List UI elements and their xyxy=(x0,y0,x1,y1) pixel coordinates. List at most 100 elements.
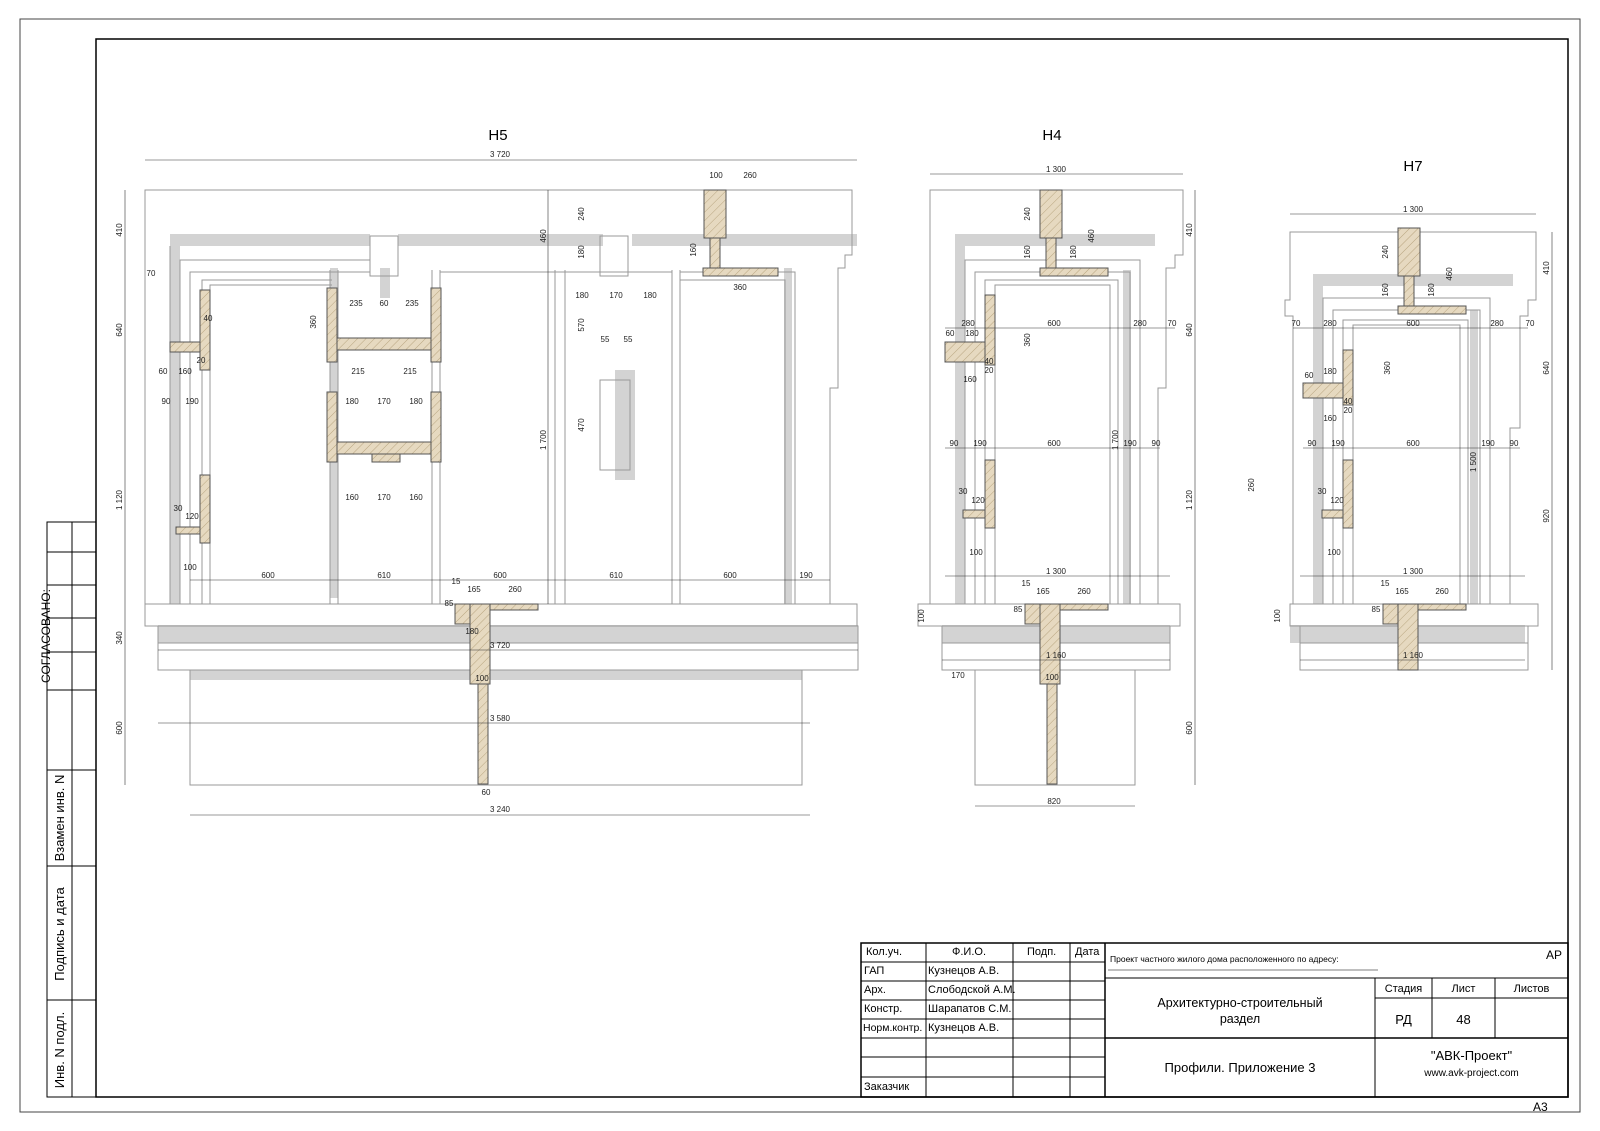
h4-dim: 190 xyxy=(973,439,987,448)
h4-dim: 640 xyxy=(1185,323,1194,337)
header-name: Ф.И.О. xyxy=(952,946,986,958)
h5-dim: 100 xyxy=(183,563,197,572)
h7-dimension-text: 1 300 1 300 1 160 70 280 600 280 70 90 1… xyxy=(1247,205,1551,660)
h7-dim: 120 xyxy=(1330,496,1344,505)
h5-dim-mid: 3 720 xyxy=(490,641,511,650)
h7-dim-overall: 1 300 xyxy=(1403,205,1424,214)
name-cell: Шарапатов С.М. xyxy=(928,1003,1012,1015)
h5-dim: 120 xyxy=(185,512,199,521)
h4-dim: 60 xyxy=(946,329,955,338)
h7-dim: 410 xyxy=(1542,261,1551,275)
h7-dim: 100 xyxy=(1273,609,1282,623)
h5-dim: 180 xyxy=(577,245,586,259)
h5-dim: 610 xyxy=(609,571,623,580)
h4-dim: 100 xyxy=(917,609,926,623)
company-website: www.avk-project.com xyxy=(1424,1068,1519,1079)
h4-dim: 190 xyxy=(1123,439,1137,448)
h5-dim: 570 xyxy=(577,318,586,332)
sheet-format: А3 xyxy=(1533,1100,1548,1114)
h4-dim: 180 xyxy=(965,329,979,338)
h5-dim: 260 xyxy=(508,585,522,594)
h5-dim: 600 xyxy=(261,571,275,580)
title-block-grid xyxy=(860,942,1569,1098)
stage-label: Стадия xyxy=(1384,983,1423,995)
h5-dim: 215 xyxy=(403,367,417,376)
name-cell: Слободской А.М. xyxy=(928,984,1016,996)
h5-dim: 600 xyxy=(723,571,737,580)
h4-dim: 1 160 xyxy=(1046,651,1067,660)
doc-code: АР xyxy=(1546,948,1563,962)
h7-dim: 920 xyxy=(1542,509,1551,523)
name-cell: Кузнецов А.В. xyxy=(928,965,1000,977)
company-name: "АВК-Проект" xyxy=(1430,1048,1513,1063)
h7-dim: 360 xyxy=(1383,361,1392,375)
h7-dim: 160 xyxy=(1323,414,1337,423)
h5-dim-overall: 3 720 xyxy=(490,150,511,159)
h4-dim: 160 xyxy=(1023,245,1032,259)
h4-dim: 40 xyxy=(985,357,994,366)
h7-dim-mid: 1 300 xyxy=(1403,567,1424,576)
h4-dim: 280 xyxy=(961,319,975,328)
h4-dim: 180 xyxy=(1069,245,1078,259)
h4-dim: 460 xyxy=(1087,229,1096,243)
h7-dim: 100 xyxy=(1327,548,1341,557)
sheets-label: Листов xyxy=(1513,983,1550,995)
h4-dim: 100 xyxy=(969,548,983,557)
h5-shadows xyxy=(158,234,858,680)
h5-dim: 20 xyxy=(197,356,206,365)
h5-dim: 170 xyxy=(609,291,623,300)
h7-dim: 70 xyxy=(1292,319,1301,328)
h4-dim: 1 120 xyxy=(1185,489,1194,510)
h7-dim: 600 xyxy=(1406,439,1420,448)
role-cell: Норм.контр. xyxy=(863,1022,923,1034)
h5-dim: 470 xyxy=(577,418,586,432)
h5-outlines xyxy=(144,189,859,786)
h5-dim: 30 xyxy=(174,504,183,513)
h7-dim: 90 xyxy=(1510,439,1519,448)
sign-date-label: Подпись и дата xyxy=(52,887,67,981)
h5-dim: 600 xyxy=(115,721,124,735)
h4-dim: 820 xyxy=(1047,797,1061,806)
stage-value: РД xyxy=(1395,1012,1412,1027)
h7-dim: 240 xyxy=(1381,245,1390,259)
sheet-title: Профили. Приложение 3 xyxy=(1164,1060,1316,1075)
inv-orig-label: Инв. N подл. xyxy=(52,1011,67,1089)
drawing-h7: Н7 xyxy=(1247,158,1553,671)
h5-dim: 340 xyxy=(115,631,124,645)
h5-dim: 360 xyxy=(733,283,747,292)
h7-dim: 160 xyxy=(1381,283,1390,297)
header-date: Дата xyxy=(1075,946,1100,958)
header-qty: Кол.уч. xyxy=(866,946,903,958)
h5-dim-base: 3 580 xyxy=(490,714,511,723)
h4-dim: 90 xyxy=(950,439,959,448)
h5-dim: 100 xyxy=(475,674,489,683)
h5-dim: 1 120 xyxy=(115,489,124,510)
drawing-h5: Н5 xyxy=(115,127,859,816)
h7-dim: 40 xyxy=(1344,397,1353,406)
h7-dim: 280 xyxy=(1490,319,1504,328)
h5-sections xyxy=(169,189,779,785)
h5-dim: 180 xyxy=(643,291,657,300)
h5-dim: 55 xyxy=(601,335,610,344)
sheet-value: 48 xyxy=(1456,1012,1471,1027)
h4-dimension-lines xyxy=(930,173,1196,807)
h5-dim: 190 xyxy=(185,397,199,406)
side-stamp xyxy=(46,521,97,1098)
drawing-h4: Н4 xyxy=(917,127,1196,807)
h5-dim: 640 xyxy=(115,323,124,337)
h5-dim: 170 xyxy=(377,493,391,502)
h7-dim: 190 xyxy=(1481,439,1495,448)
inner-frame xyxy=(95,38,1569,1098)
h5-dim: 190 xyxy=(799,571,813,580)
h5-dim: 180 xyxy=(465,627,479,636)
outer-frame xyxy=(19,18,1581,1113)
h4-dim: 600 xyxy=(1047,319,1061,328)
h5-dim: 160 xyxy=(178,367,192,376)
h5-dim: 70 xyxy=(147,269,156,278)
h4-dim-overall: 1 300 xyxy=(1046,165,1067,174)
h5-title: Н5 xyxy=(488,127,507,144)
h4-dim: 1 700 xyxy=(1111,429,1120,450)
h4-dim: 30 xyxy=(959,487,968,496)
h5-dim: 610 xyxy=(377,571,391,580)
h5-dim: 360 xyxy=(309,315,318,329)
